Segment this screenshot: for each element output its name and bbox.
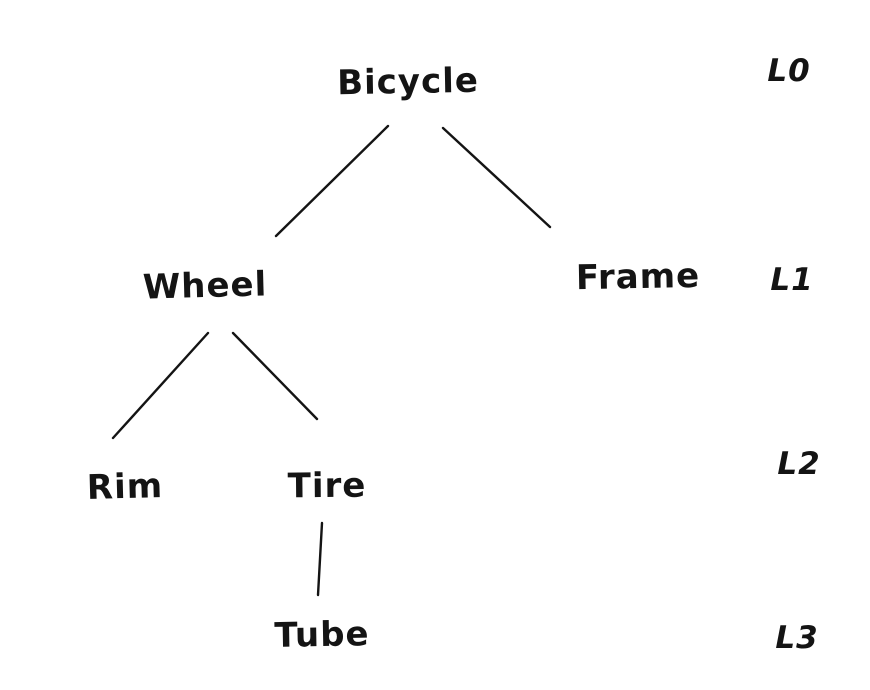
level-label-l0: L0 [767, 53, 811, 89]
edge-wheel-rim [111, 331, 210, 440]
level-label-l1: L1 [770, 262, 814, 298]
tree-node-bicycle: Bicycle [336, 60, 480, 104]
edge-bicycle-frame [441, 126, 552, 229]
tree-node-frame: Frame [575, 255, 701, 299]
tree-node-tube: Tube [274, 614, 370, 656]
tree-node-wheel: Wheel [142, 264, 268, 308]
edge-wheel-tire [231, 331, 319, 421]
edge-bicycle-wheel [274, 124, 390, 238]
level-label-l2: L2 [777, 446, 821, 482]
level-label-l3: L3 [775, 620, 819, 656]
tree-node-rim: Rim [86, 466, 164, 508]
edge-tire-tube [316, 521, 324, 597]
tree-node-tire: Tire [287, 465, 367, 507]
